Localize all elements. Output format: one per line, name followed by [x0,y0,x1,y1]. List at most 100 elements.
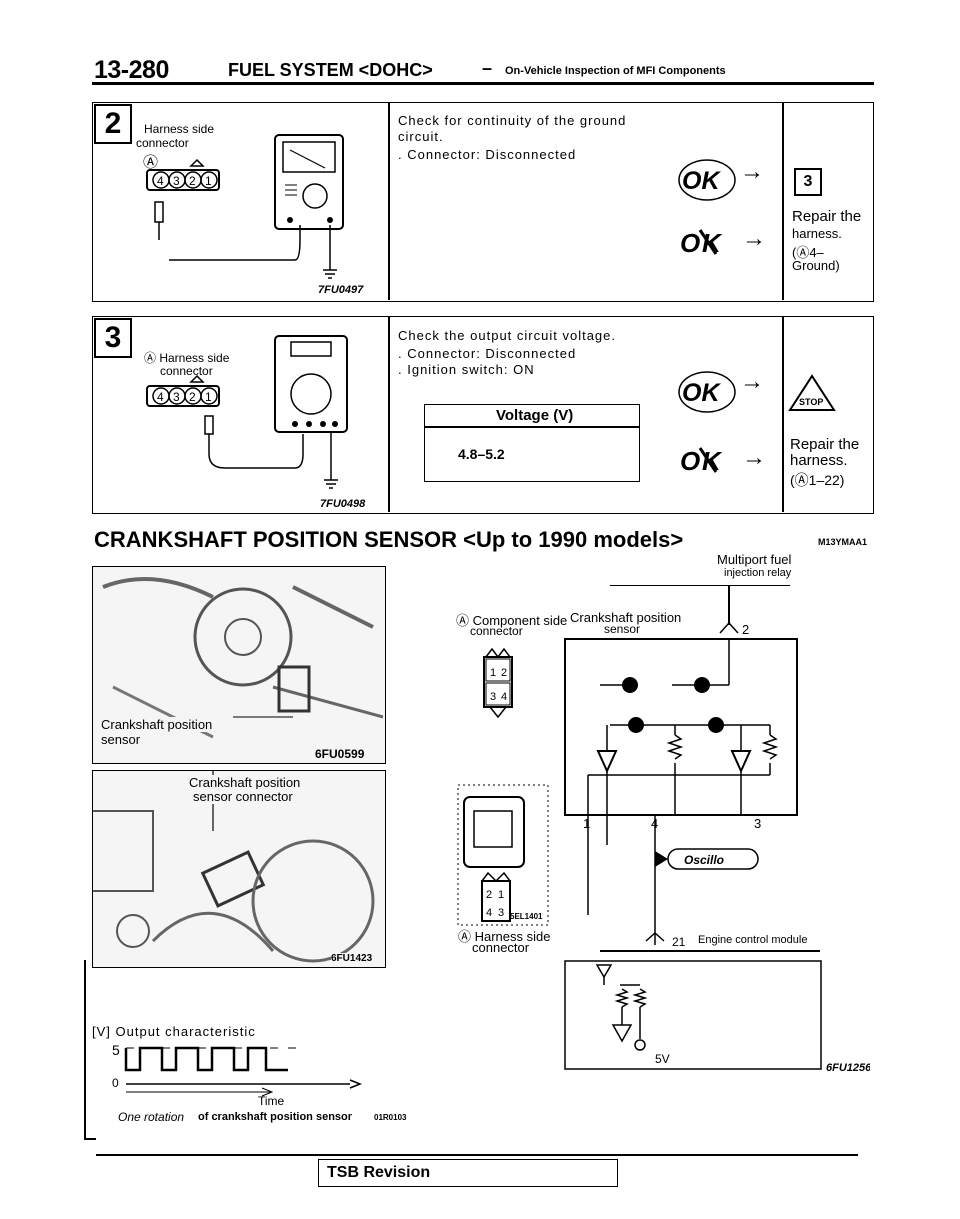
ohmmeter-icon [274,134,344,230]
output-caption: One rotation [118,1110,185,1124]
footer-rule [96,1154,858,1156]
output-caption-id: 01R0103 [374,1113,407,1122]
svg-text:4: 4 [157,390,164,404]
step2-number: 2 [94,104,132,144]
svg-text:1: 1 [205,174,212,188]
stop-sign-icon: STOP [788,374,836,411]
section-code: M13YMAA1 [818,537,868,547]
ok-badge-icon: OK [678,371,736,413]
step3-panel [92,316,874,514]
step3-figure-id: 7FU0498 [320,498,366,510]
oscillo-label: Oscillo [684,853,724,867]
square-wave [124,1046,288,1072]
resistor-icon [761,734,779,760]
output-y-low: 0 [112,1076,119,1090]
component-label-2: connector [470,624,523,638]
ecm-label: Engine control module [698,934,807,946]
photo2-label-2: sensor connector [193,789,293,804]
step3-ng-result: Repair the [790,436,860,453]
section-title: CRANKSHAFT POSITION SENSOR <Up to 1990 m… [94,527,684,552]
svg-text:2: 2 [501,667,507,679]
svg-text:3: 3 [490,691,496,703]
step3-divider [388,316,390,512]
voltage-table [424,404,640,482]
step2-connector-ref: Ⓐ [143,154,159,171]
tsb-revision: TSB Revision [318,1159,618,1187]
svg-text:K: K [702,228,723,258]
step3-divider-right [782,316,784,512]
photo-crankshaft-sensor: Crankshaft position sensor 6FU0599 [92,566,386,764]
photo1-label-2: sensor [101,732,141,747]
step2-divider [388,102,390,300]
connector-key-icon [189,158,205,167]
relay-label: Multiport fuel [717,552,792,567]
output-x-label: Time [258,1094,285,1108]
step2-ok-label: OK [682,167,721,195]
step2-condition: . Connector: Disconnected [398,147,577,162]
supply-label: 5V [655,1052,670,1066]
step2-panel [92,102,874,302]
led-icon [694,677,710,693]
step3-condition-2: . Ignition switch: ON [398,362,535,377]
sensor-box [564,638,798,816]
ng-badge-icon: O K [680,446,723,476]
page-title: FUEL SYSTEM <DOHC> [228,60,433,80]
step3-number: 3 [94,318,132,358]
svg-text:3: 3 [173,174,180,188]
svg-text:1: 1 [205,390,212,404]
photo-sensor-connector: Crankshaft position sensor connector 6FU… [92,770,386,968]
step2-harness-label: Harness side [144,122,215,136]
header-rule [92,82,874,85]
sensor-label: Crankshaft position [570,610,682,625]
left-margin-tick [84,1138,96,1140]
photo2-id: 6FU1423 [331,953,373,964]
svg-text:3: 3 [498,907,504,919]
svg-text:2: 2 [486,889,492,901]
relay-label-2: injection relay [724,567,792,579]
step3-ok-label: OK [682,379,721,407]
step2-harness-label-2: connector [136,136,189,150]
diode-icon [730,750,752,774]
step2-divider-right [782,102,784,300]
wiring-diagram: 12 34 1 4 3 Oscillo 21 43 5EL1401 21 Eng… [457,585,870,1074]
component-label: Ⓐ Component side [456,613,568,628]
svg-text:2: 2 [189,390,196,404]
step2-figure-id: 7FU0497 [318,284,364,296]
pin-label: 3 [754,816,761,831]
photo1-label: Crankshaft position [101,717,213,732]
ng-badge-icon: O K [680,228,723,258]
pin-label: 1 [583,816,590,831]
page-number: 13-280 [94,56,169,84]
harness-connector-photo-icon [463,796,525,868]
diode-icon [596,750,618,774]
step2-ng-result: Repair the [792,208,862,225]
svg-text:4: 4 [501,691,507,703]
sensor-label-2: sensor [604,622,641,636]
step3-harness-label: Ⓐ Harness side [144,351,230,365]
voltage-table-rule [424,426,640,428]
component-connector [483,656,513,708]
step3-ng-result-3: (Ⓐ1–22) [790,472,845,488]
relay-pin-label: 2 [742,622,750,637]
step3-condition: . Connector: Disconnected [398,346,577,361]
arrow-right-icon: → [742,225,766,252]
header-dash: – [482,58,493,78]
svg-text:1: 1 [490,667,496,679]
step2-ng-result-2: harness. [792,226,842,241]
svg-text:4: 4 [486,907,492,919]
output-caption-2: of crankshaft position sensor [198,1111,353,1123]
svg-text:4: 4 [157,174,164,188]
ecm-pin: 21 [672,935,686,949]
left-margin-rule [84,960,86,1138]
output-y-label: [V] Output characteristic [92,1024,256,1039]
arrow-right-icon: → [740,368,764,395]
photo1-id: 6FU0599 [315,747,365,761]
harness-side-label: Ⓐ Harness side [458,929,551,944]
ok-badge-icon: OK [678,159,736,201]
svg-text:K: K [702,446,723,476]
wiring-figure-id: 6FU1256 [826,1062,870,1074]
step2-instruction-2: circuit. [398,129,444,144]
step2-ok-result: 3 [794,168,822,196]
